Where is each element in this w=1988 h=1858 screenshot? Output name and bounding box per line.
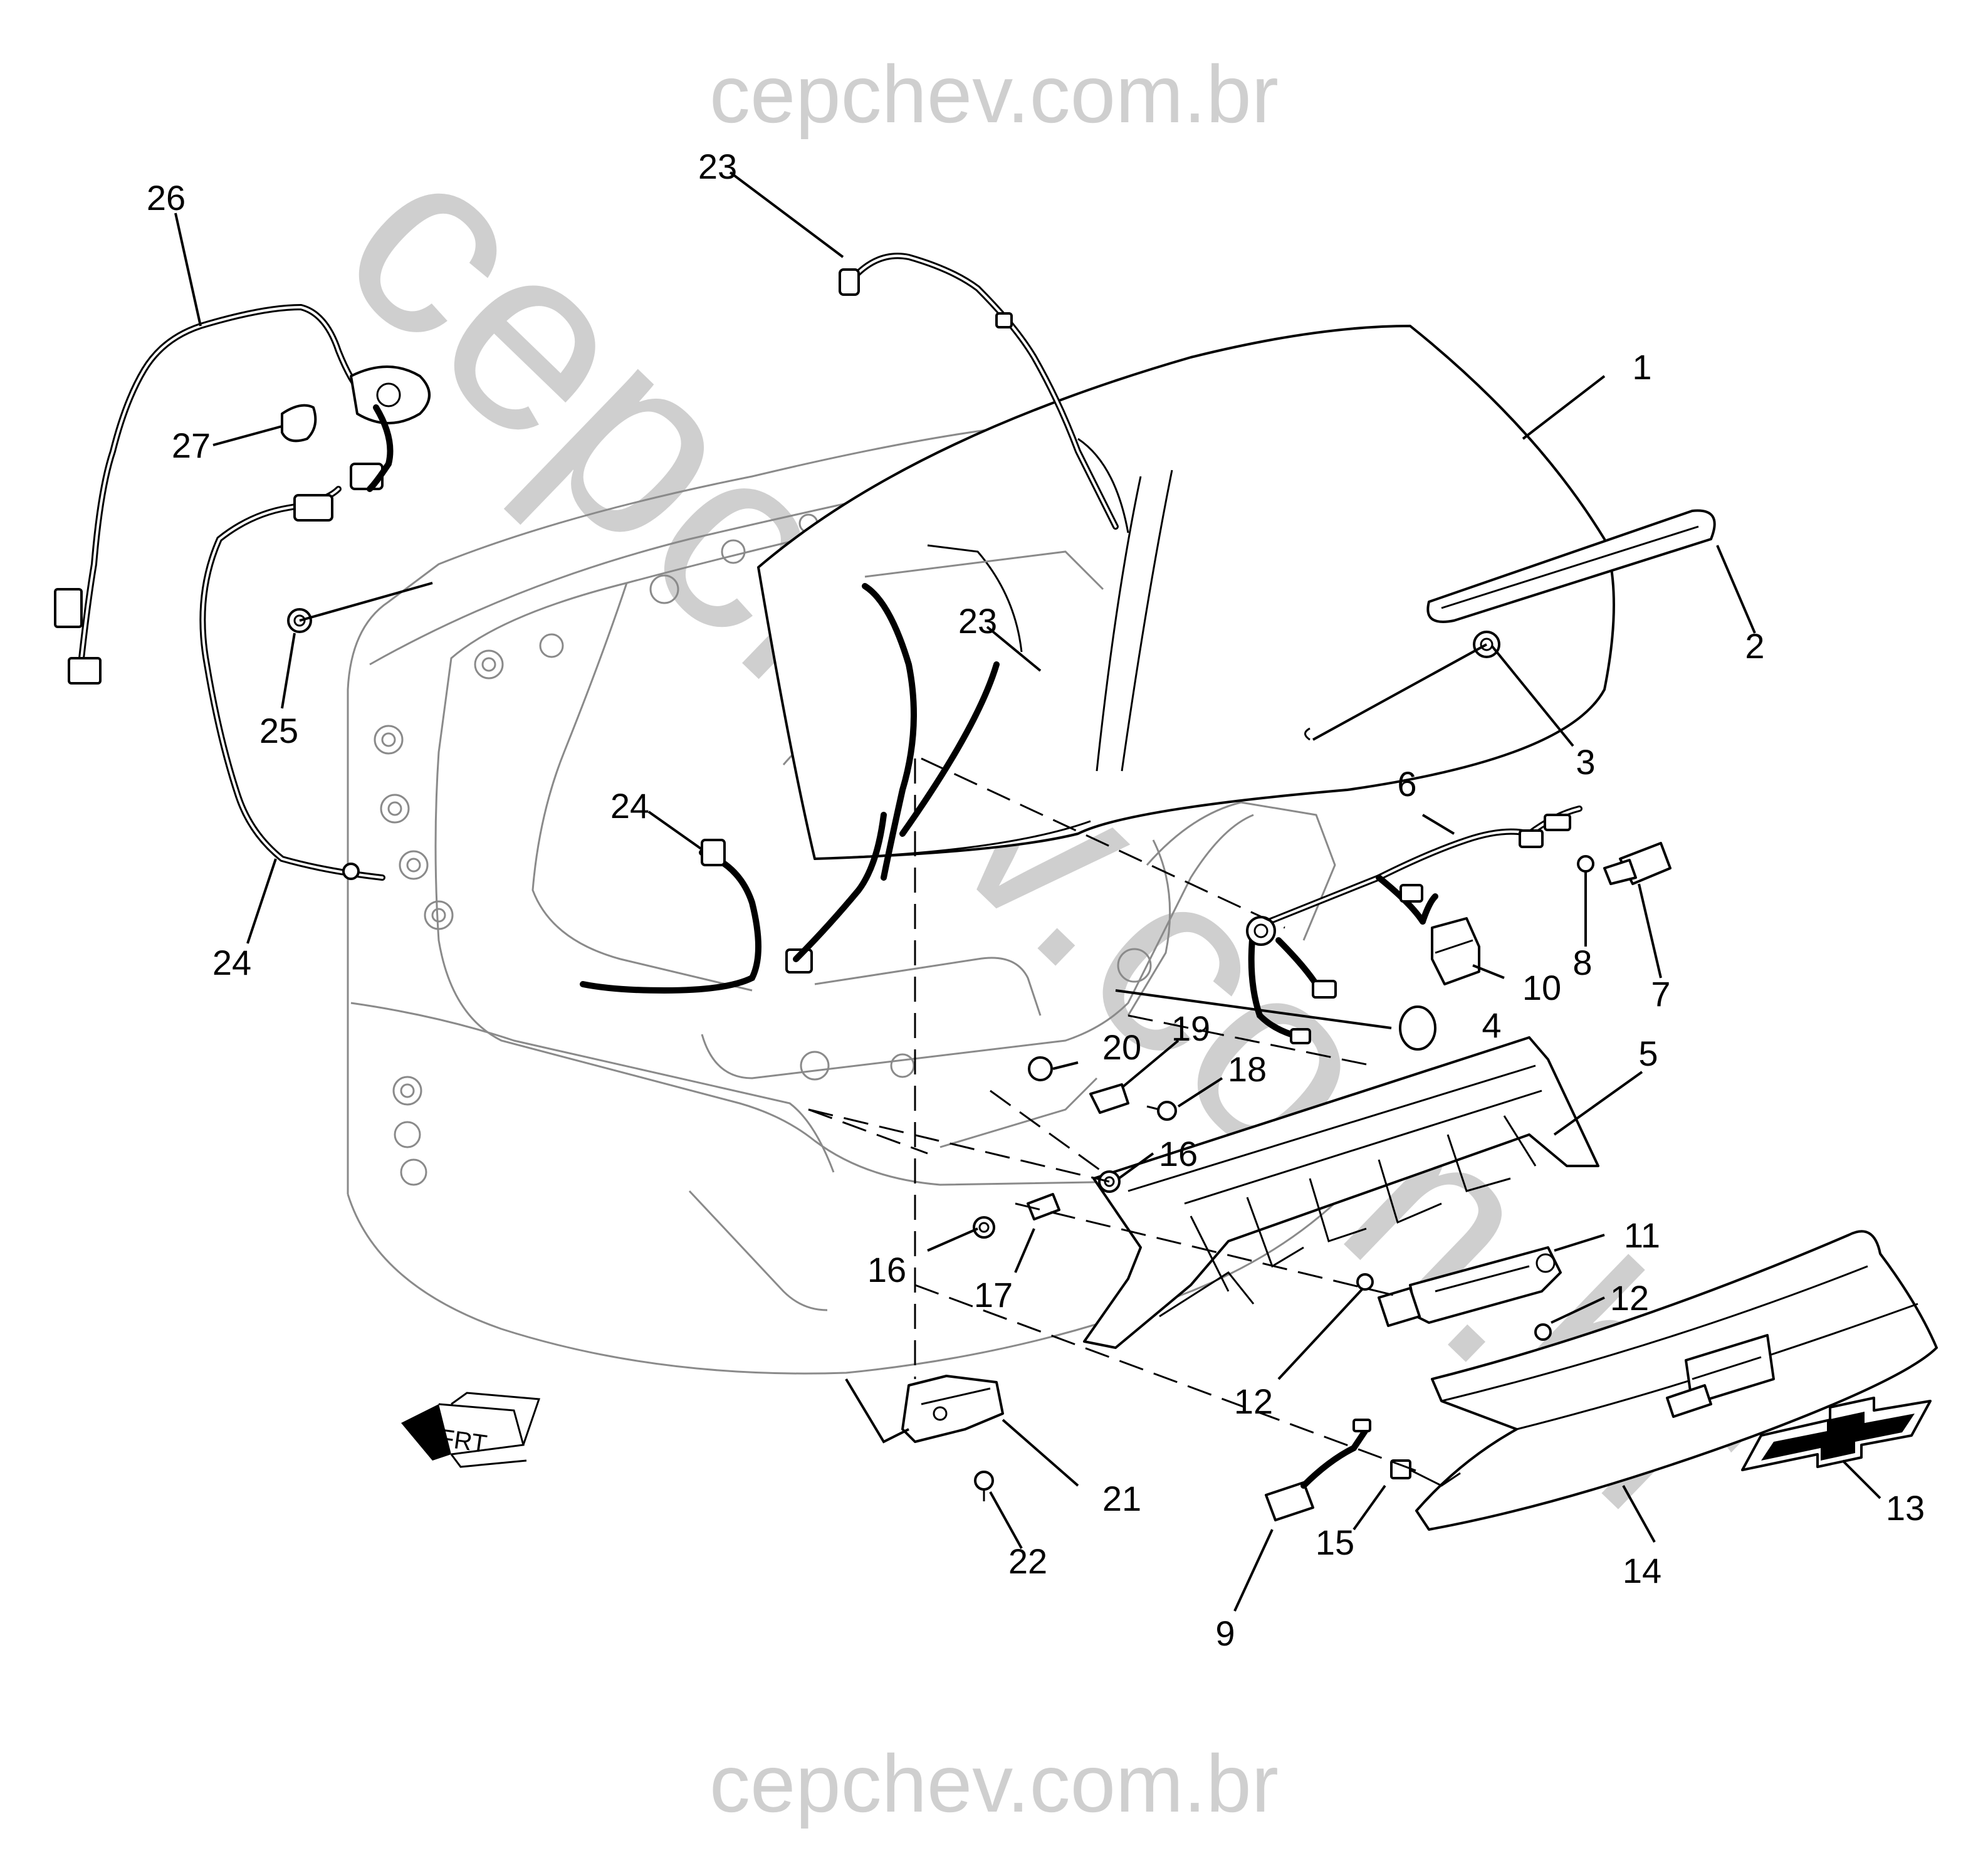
nut-20: [1028, 1056, 1053, 1081]
callout-14: 14: [1623, 1551, 1661, 1590]
callout-12a: 12: [1234, 1382, 1273, 1421]
callout-10: 10: [1522, 968, 1561, 1007]
lock-harness: [1246, 806, 1583, 1044]
callout-15: 15: [1316, 1523, 1354, 1562]
callout-2: 2: [1745, 626, 1764, 666]
latch-bolt: [974, 1471, 994, 1501]
callout-24a: 24: [610, 786, 649, 826]
callout-23a: 23: [698, 147, 737, 186]
window-defogger-harness: [839, 253, 1119, 530]
watermark-top: cepchev.com.br: [709, 48, 1279, 140]
callout-6: 6: [1397, 764, 1416, 804]
callout-3: 3: [1576, 742, 1595, 782]
callout-16b: 16: [867, 1250, 906, 1289]
callout-25: 25: [259, 711, 298, 750]
rear-spoiler: [1426, 509, 1716, 623]
alignment-line-g: [1127, 1014, 1373, 1067]
callout-26: 26: [147, 178, 186, 218]
window-harness-lower: [862, 583, 1000, 881]
retainer-clip: [1027, 1193, 1060, 1220]
callout-22: 22: [1008, 1541, 1047, 1581]
switch-bumper: [1577, 855, 1594, 873]
access-plug: [1399, 1005, 1436, 1051]
callout-18: 18: [1228, 1049, 1267, 1089]
watermark-bottom: cepchev.com.br: [709, 1738, 1279, 1829]
callout-11: 11: [1624, 1215, 1660, 1255]
license-lamp: [1420, 893, 1480, 985]
liftgate-harness-center: [580, 812, 887, 994]
callout-13: 13: [1886, 1488, 1925, 1528]
callout-1: 1: [1632, 347, 1651, 387]
retainer-19: [1089, 1083, 1129, 1114]
callout-5: 5: [1638, 1034, 1658, 1073]
callout-9: 9: [1215, 1614, 1235, 1653]
alignment-line-h: [990, 1089, 1104, 1173]
release-switch: [1603, 842, 1671, 885]
callout-20: 20: [1102, 1027, 1141, 1067]
alignment-line-f: [1015, 1202, 1405, 1299]
alignment-line-d: [808, 1108, 928, 1155]
handle-bracket: [1083, 1036, 1599, 1349]
callout-27: 27: [172, 426, 211, 465]
callout-16a: 16: [1159, 1134, 1198, 1173]
callout-4: 4: [1482, 1005, 1501, 1045]
liftgate-latch: [901, 1375, 1004, 1443]
liftgate-harness-left: [199, 463, 385, 881]
bowtie-emblem-icon: [1741, 1397, 1932, 1471]
callout-17: 17: [974, 1275, 1013, 1315]
callout-8: 8: [1572, 943, 1592, 982]
alignment-line-b: [921, 757, 1285, 929]
screw-18: [1146, 1101, 1177, 1121]
alignment-line-e: [914, 1284, 1423, 1474]
release-actuator: [1378, 1246, 1562, 1327]
harness-grommet-27: [281, 404, 317, 443]
front-direction-label: FRT: [437, 1424, 488, 1458]
license-switch: [1265, 1419, 1371, 1521]
front-direction-arrow-icon: FRT: [401, 1392, 541, 1468]
bolt-12b: [1534, 1323, 1552, 1341]
grommet-16b: [973, 1216, 995, 1239]
callout-7: 7: [1651, 974, 1670, 1014]
callout-12b: 12: [1610, 1278, 1649, 1318]
callout-19: 19: [1171, 1009, 1210, 1048]
callout-21: 21: [1102, 1479, 1141, 1518]
liftgate-harness-upper: [54, 303, 431, 685]
rear-applique: [1415, 1230, 1938, 1531]
alignment-line-c: [808, 1108, 1110, 1183]
bolt-12a: [1356, 1273, 1374, 1291]
callout-24b: 24: [212, 943, 251, 982]
callout-23b: 23: [958, 601, 997, 641]
